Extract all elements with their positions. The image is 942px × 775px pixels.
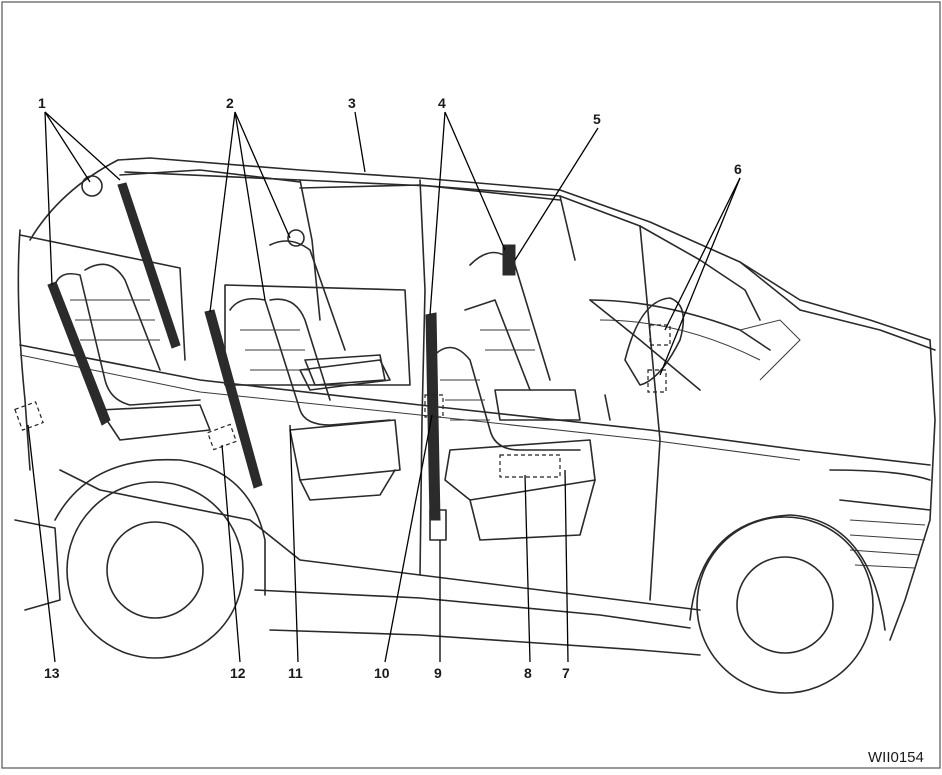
second-row-seats — [204, 229, 401, 501]
third-row-seat — [47, 175, 211, 441]
callout-7: 7 — [562, 665, 570, 681]
callout-12: 12 — [230, 665, 246, 681]
callout-3: 3 — [348, 95, 356, 111]
callout-13: 13 — [44, 665, 60, 681]
airbag-module-6a — [649, 324, 671, 346]
callout-11: 11 — [288, 665, 303, 681]
vehicle-body — [14, 157, 936, 656]
callout-2: 2 — [226, 95, 234, 111]
front-seats — [299, 244, 685, 541]
callout-9: 9 — [434, 665, 442, 681]
figure-code: WII0154 — [868, 749, 924, 766]
callout-1: 1 — [38, 95, 46, 111]
front-wheel — [689, 514, 886, 694]
callout-6: 6 — [734, 161, 742, 177]
rear-wheel — [54, 458, 266, 659]
sensor-10 — [424, 394, 444, 418]
leader-lines — [27, 111, 741, 663]
callout-10: 10 — [374, 665, 390, 681]
callout-labels: 1 2 3 4 5 6 7 8 9 10 11 12 13 — [38, 95, 742, 681]
callout-4: 4 — [438, 95, 446, 111]
seat-sensor-8 — [499, 454, 561, 478]
sensor-modules — [14, 324, 671, 478]
curtain-airbag — [19, 169, 701, 391]
sensor-13 — [14, 401, 44, 431]
callout-8: 8 — [524, 665, 532, 681]
airbag-module-6b — [647, 369, 667, 393]
callout-5: 5 — [593, 111, 601, 127]
